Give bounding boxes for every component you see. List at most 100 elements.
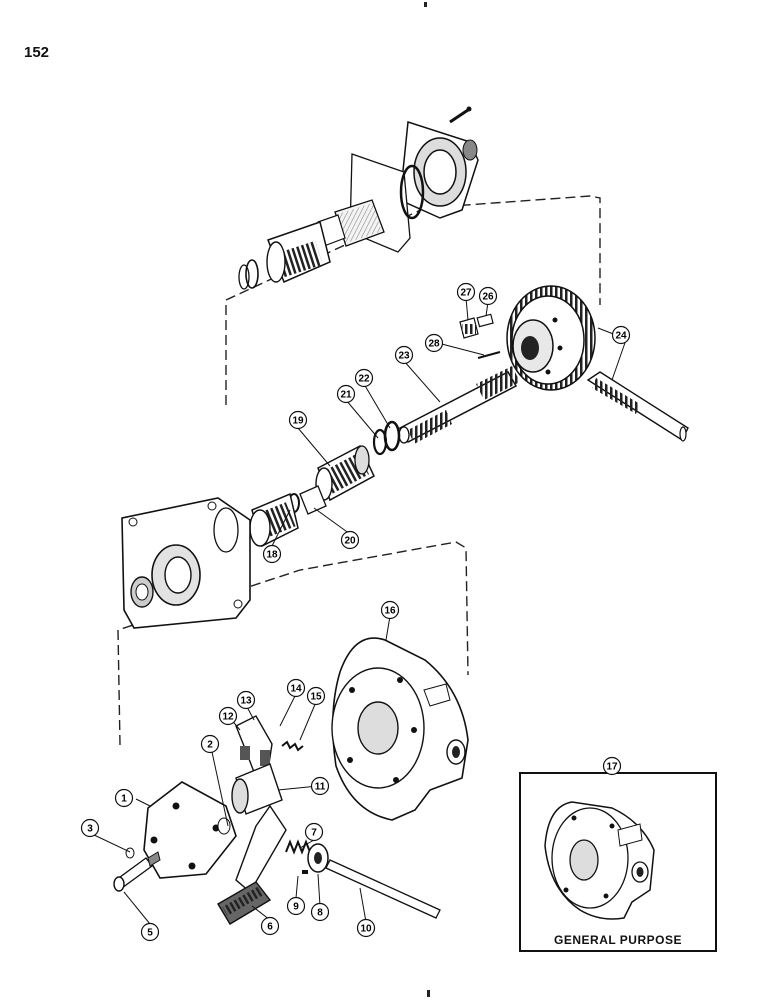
callout-circle [336,384,356,404]
callout-text: 28 [428,339,440,350]
callout-26: 26 [478,286,498,306]
input-gear [249,492,299,548]
callout-circle [611,325,631,345]
callout-circle [304,822,324,842]
callout-circle [310,902,330,922]
small-pinion-and-pins [459,313,501,359]
callout-text: 22 [358,374,370,385]
callout-11: 11 [310,776,330,796]
cover-plate [121,497,251,629]
callout-text: 13 [240,696,252,707]
callout-text: 20 [344,536,356,547]
callout-text: 7 [311,828,317,839]
callout-24: 24 [611,325,631,345]
callout-circle [340,530,360,550]
callout-circle [140,922,160,942]
callout-circle [80,818,100,838]
callout-7: 7 [304,822,324,842]
bottom-mark [427,990,430,997]
callout-circle [478,286,498,306]
callout-18: 18 [262,544,282,564]
callout-1: 1 [114,788,134,808]
callout-6: 6 [260,916,280,936]
inset-callout: 17 [602,756,622,776]
callout-circle [354,368,374,388]
callout-circle [114,788,134,808]
callout-circle [394,345,414,365]
callout-circle [262,544,282,564]
callout-10: 10 [356,918,376,938]
callout-text: 8 [317,908,323,919]
callout-circle [286,896,306,916]
shaft-rings [372,420,401,456]
spring-and-collar [285,839,441,919]
inset-box: 17 [519,756,717,952]
callout-text: 9 [293,902,299,913]
main-shaft [398,366,520,444]
callout-text: 10 [360,924,372,935]
callout-8: 8 [310,902,330,922]
callout-text: 3 [87,824,93,835]
callout-text: 26 [482,292,494,303]
callout-text: 2 [207,740,213,751]
top-mark [424,2,427,7]
callout-2: 2 [200,734,220,754]
callout-12: 12 [218,706,238,726]
callout-27: 27 [456,282,476,302]
upper-bearing-cage [349,106,479,253]
axle-shaft [586,371,689,442]
callout-14: 14 [286,678,306,698]
bolt-and-washer [113,847,161,892]
pedal [217,804,287,925]
callout-circle [310,776,330,796]
callout-text: 24 [615,331,627,342]
callout-23: 23 [394,345,414,365]
ring-gear-assembly [506,285,596,391]
callout-circle [286,678,306,698]
callout-20: 20 [340,530,360,550]
callout-circle [200,734,220,754]
shift-fork [235,715,304,773]
callout-text: 1 [121,794,127,805]
callout-text: 5 [147,928,153,939]
callout-15: 15 [306,686,326,706]
callout-9: 9 [286,896,306,916]
callout-text: 23 [398,351,410,362]
pinion-bearing-assembly [238,199,385,290]
callout-circle [356,918,376,938]
callout-21: 21 [336,384,356,404]
inset-caption: GENERAL PURPOSE [554,933,682,947]
callout-circle [306,686,326,706]
callout-19: 19 [288,410,308,430]
page-number: 152 [24,44,50,61]
callout-text: 21 [340,390,352,401]
sliding-gear [315,444,375,502]
callout-circle [424,333,444,353]
callout-text: 18 [266,550,278,561]
callout-circle [260,916,280,936]
callout-22: 22 [354,368,374,388]
callout-text: 15 [310,692,322,703]
callout-circle [288,410,308,430]
callout-circle [218,706,238,726]
clutch-cover [143,781,237,879]
callout-text: 11 [315,782,326,793]
bushing [231,763,283,815]
callout-16: 16 [380,600,400,620]
lower-group-outline [117,541,469,746]
callout-13: 13 [236,690,256,710]
callout-28: 28 [424,333,444,353]
callout-text: 19 [292,416,304,427]
callout-text: 14 [290,684,302,695]
callout-text: 27 [460,288,472,299]
upper-group-outline [225,195,601,405]
callout-text: 12 [222,712,234,723]
housing [331,637,469,821]
callout-circle [236,690,256,710]
callout-5: 5 [140,922,160,942]
callout-layer: 1235678910111213141516181920212223242627… [80,282,631,942]
callout-text: 16 [384,606,396,617]
callout-text: 6 [267,922,273,933]
